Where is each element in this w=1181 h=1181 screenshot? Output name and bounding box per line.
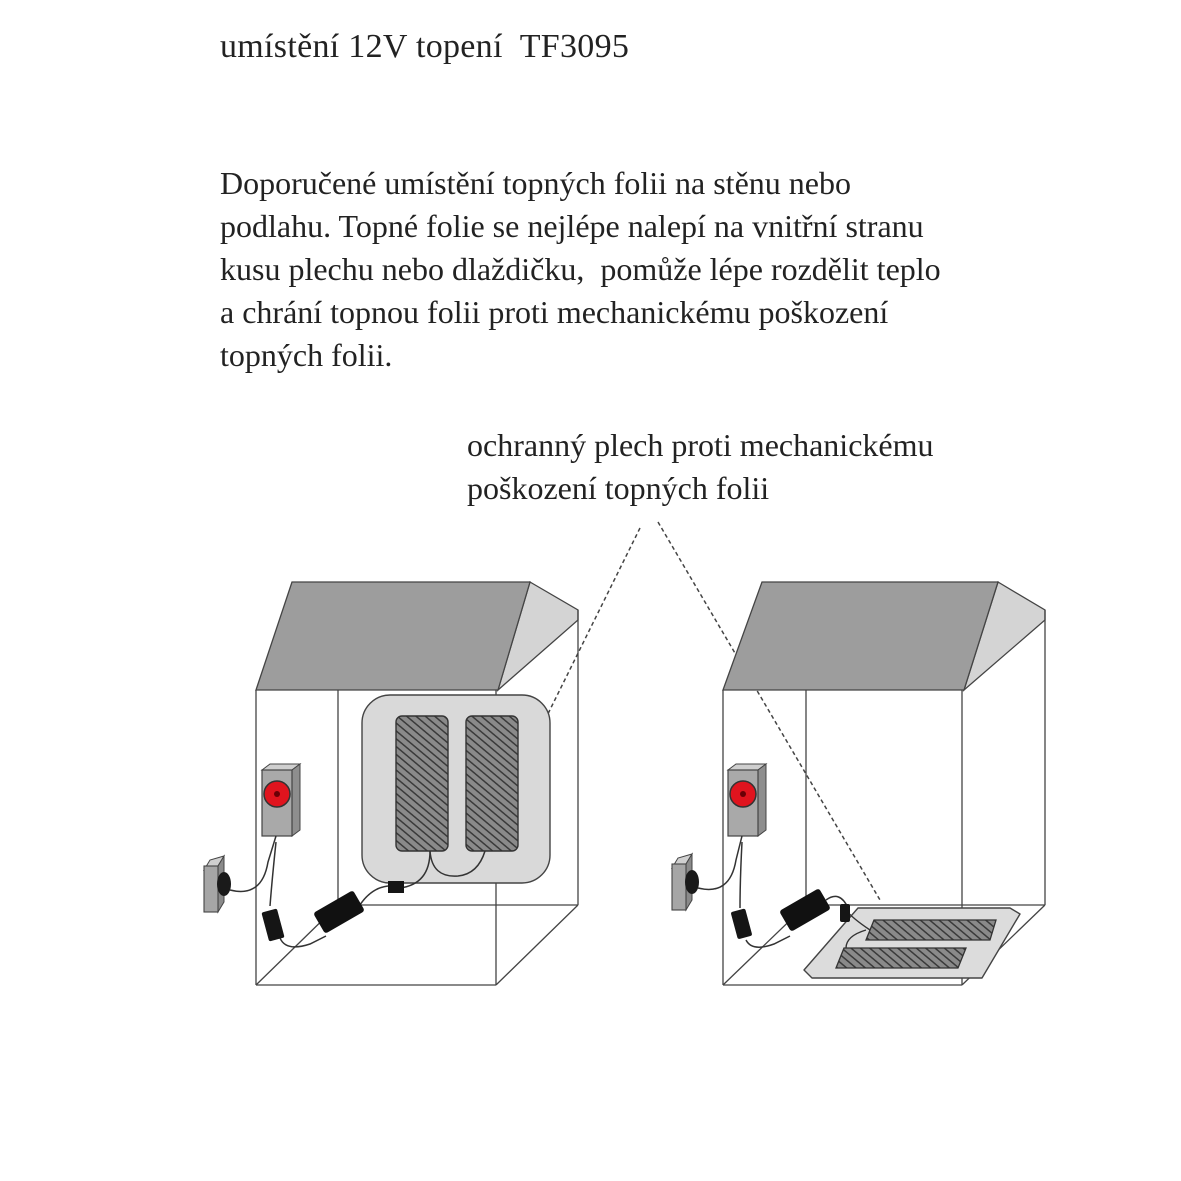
description-line: a chrání topnou folii proti mechanickému… — [220, 294, 889, 330]
plug — [261, 908, 285, 942]
box-wall-installation — [202, 581, 579, 986]
plug — [731, 908, 752, 939]
box-outline — [722, 610, 1046, 986]
power-adapter — [314, 891, 364, 933]
wall-socket — [670, 852, 699, 912]
heating-foil — [865, 919, 997, 941]
protective-plate — [361, 694, 551, 884]
power-adapter — [780, 889, 830, 931]
foil-cable — [429, 850, 486, 877]
box-floor-installation — [670, 581, 1046, 986]
description-line: Doporučené umístění topných folii na stě… — [220, 165, 851, 201]
foil-cable — [845, 929, 867, 949]
callout-line: poškození topných folii — [467, 470, 770, 506]
thermostat — [726, 763, 768, 837]
connector — [840, 904, 850, 922]
roof — [255, 581, 531, 691]
roof — [722, 581, 999, 691]
callout-leader-wall — [534, 527, 641, 741]
foil-cable — [399, 850, 431, 889]
connector — [388, 881, 404, 893]
wall-socket — [202, 854, 231, 914]
description-line: kusu plechu nebo dlaždičku, pomůže lépe … — [220, 251, 941, 287]
heating-foil — [835, 947, 967, 969]
protective-plate-callout: ochranný plech proti mechanickému poškoz… — [467, 424, 1107, 510]
callout-line: ochranný plech proti mechanickému — [467, 427, 934, 463]
description-line: topných folii. — [220, 337, 393, 373]
callout-leader-floor — [657, 521, 881, 901]
cables — [697, 835, 849, 948]
description-paragraph: Doporučené umístění topných folii na stě… — [220, 162, 1120, 377]
heating-foil — [395, 715, 449, 852]
page-title: umístění 12V topení TF3095 — [220, 28, 630, 65]
description-line: podlahu. Topné folie se nejlépe nalepí n… — [220, 208, 924, 244]
heating-foil — [465, 715, 519, 852]
thermostat — [260, 763, 302, 837]
